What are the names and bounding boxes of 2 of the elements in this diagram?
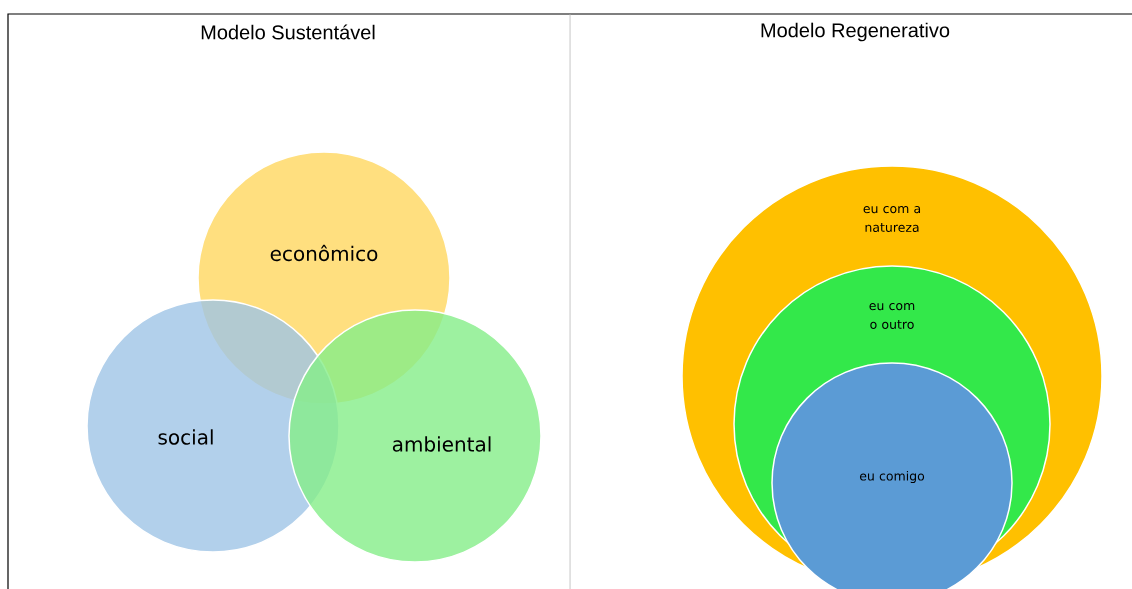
column-heading: Modelo Sustentável [201,24,375,40]
column-heading: Modelo Regenerativo [761,22,950,42]
